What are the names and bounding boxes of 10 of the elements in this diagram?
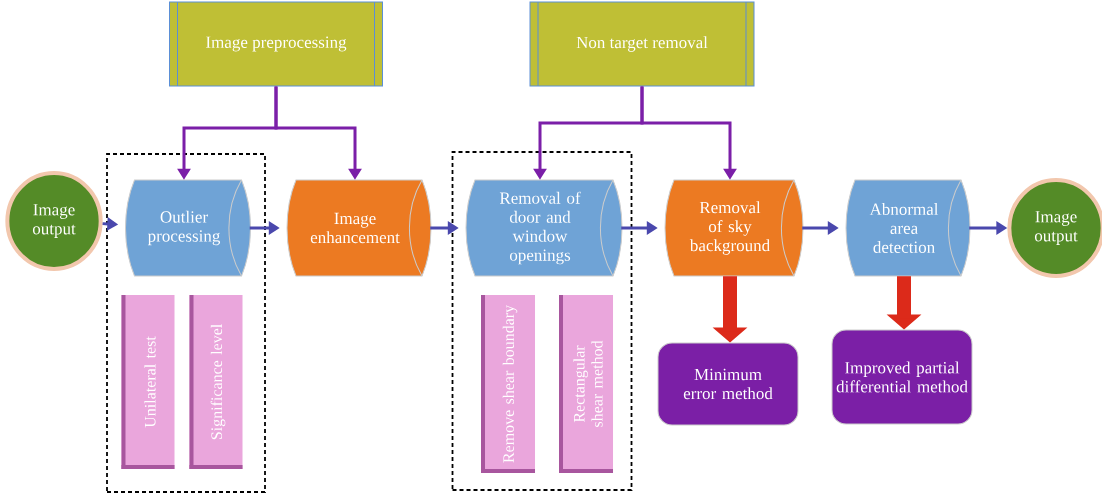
method-box: Rectangular shear method bbox=[559, 295, 613, 473]
process-box: Image preprocessing bbox=[169, 1, 383, 87]
method-box: Remove shear boundary bbox=[481, 295, 535, 473]
dashed-frame bbox=[106, 153, 266, 493]
result-box: Improved partial differential method bbox=[831, 329, 973, 425]
result-box: Minimum error method bbox=[657, 342, 799, 426]
method-box: Unilateral test bbox=[121, 295, 175, 469]
process-box: Non target removal bbox=[529, 1, 755, 87]
dashed-frame bbox=[451, 151, 633, 491]
method-box: Significance level bbox=[189, 295, 243, 469]
